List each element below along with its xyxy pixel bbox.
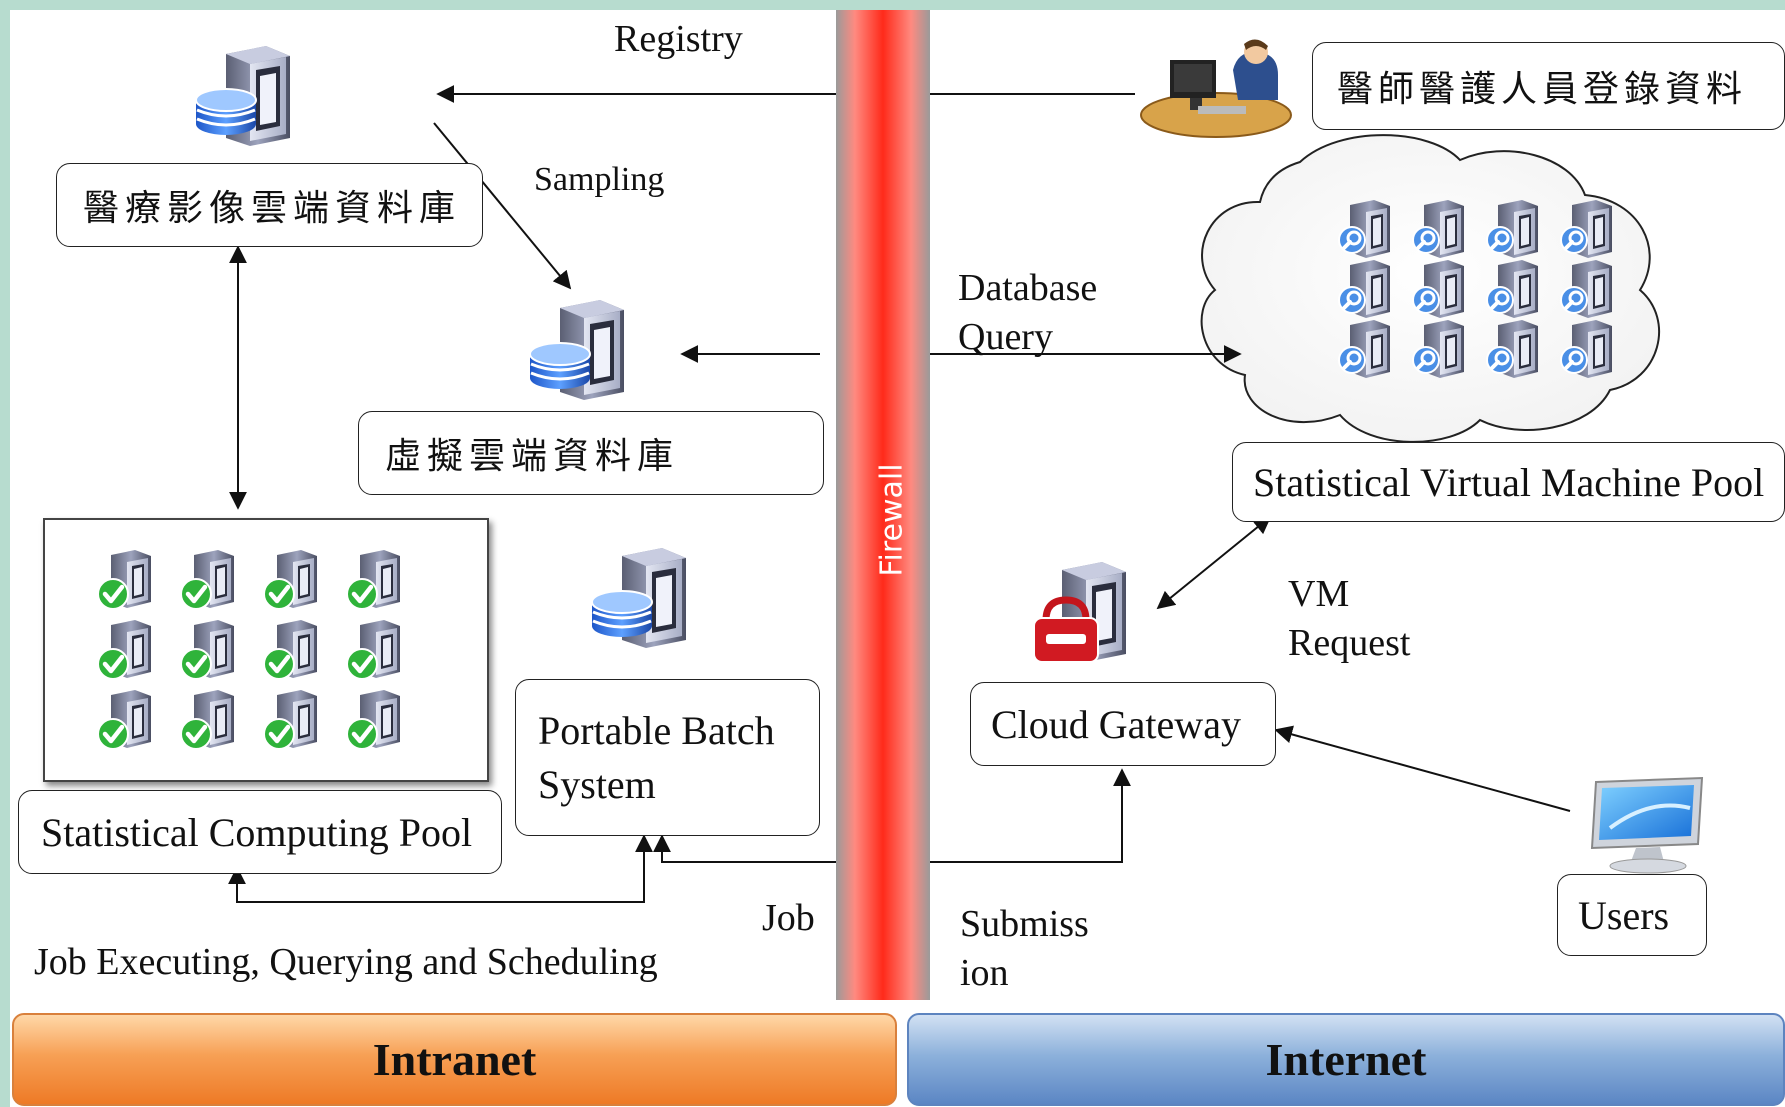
compute-server-grid [45, 520, 487, 780]
monitor-icon [1590, 776, 1704, 874]
database-server-icon [530, 300, 624, 400]
virtual-cloud-db-box: 虛擬雲端資料庫 [358, 411, 824, 495]
medical-image-db-box: 醫療影像雲端資料庫 [56, 163, 483, 247]
staff-registry-box: 醫師醫護人員登錄資料 [1312, 42, 1785, 130]
intranet-band: Intranet [12, 1013, 897, 1106]
architecture-diagram: 醫療影像雲端資料庫 虛擬雲端資料庫 醫師醫護人員登錄資料 Statistical… [10, 10, 1785, 1107]
internet-band: Internet [907, 1013, 1785, 1106]
users-box: Users [1557, 874, 1707, 956]
vm-cloud-shape [1200, 134, 1661, 443]
portable-batch-system-box: Portable Batch System [515, 679, 820, 836]
compute-check-server-icon [98, 550, 400, 749]
firewall-text: Firewall [874, 463, 910, 577]
users-gateway-arrow [1274, 725, 1571, 812]
scheduling-arrow [228, 834, 653, 903]
computing-pool-frame [43, 518, 489, 782]
job-arrow [653, 834, 836, 863]
submission-label: Submiss ion [960, 903, 1089, 995]
database-query-label: Database Query [958, 267, 1098, 359]
statistical-computing-pool-box: Statistical Computing Pool [18, 790, 502, 874]
vm-request-label: VM Request [1288, 573, 1411, 665]
database-server-icon [196, 46, 290, 146]
vm-request-arrow [1156, 515, 1272, 610]
statistical-vm-pool-box: Statistical Virtual Machine Pool [1232, 442, 1785, 522]
staff-person-icon [1140, 39, 1292, 138]
secure-server-icon [1033, 562, 1126, 663]
cloud-gateway-box: Cloud Gateway [970, 682, 1276, 766]
database-server-icon [592, 548, 686, 648]
registry-label: Registry [614, 18, 743, 60]
submission-arrow [930, 768, 1131, 863]
sampling-label: Sampling [534, 161, 665, 198]
job-executing-label: Job Executing, Querying and Scheduling [34, 941, 658, 983]
sampling-arrow [433, 122, 572, 290]
firewall-bar [836, 10, 930, 1000]
job-label: Job [762, 897, 815, 939]
